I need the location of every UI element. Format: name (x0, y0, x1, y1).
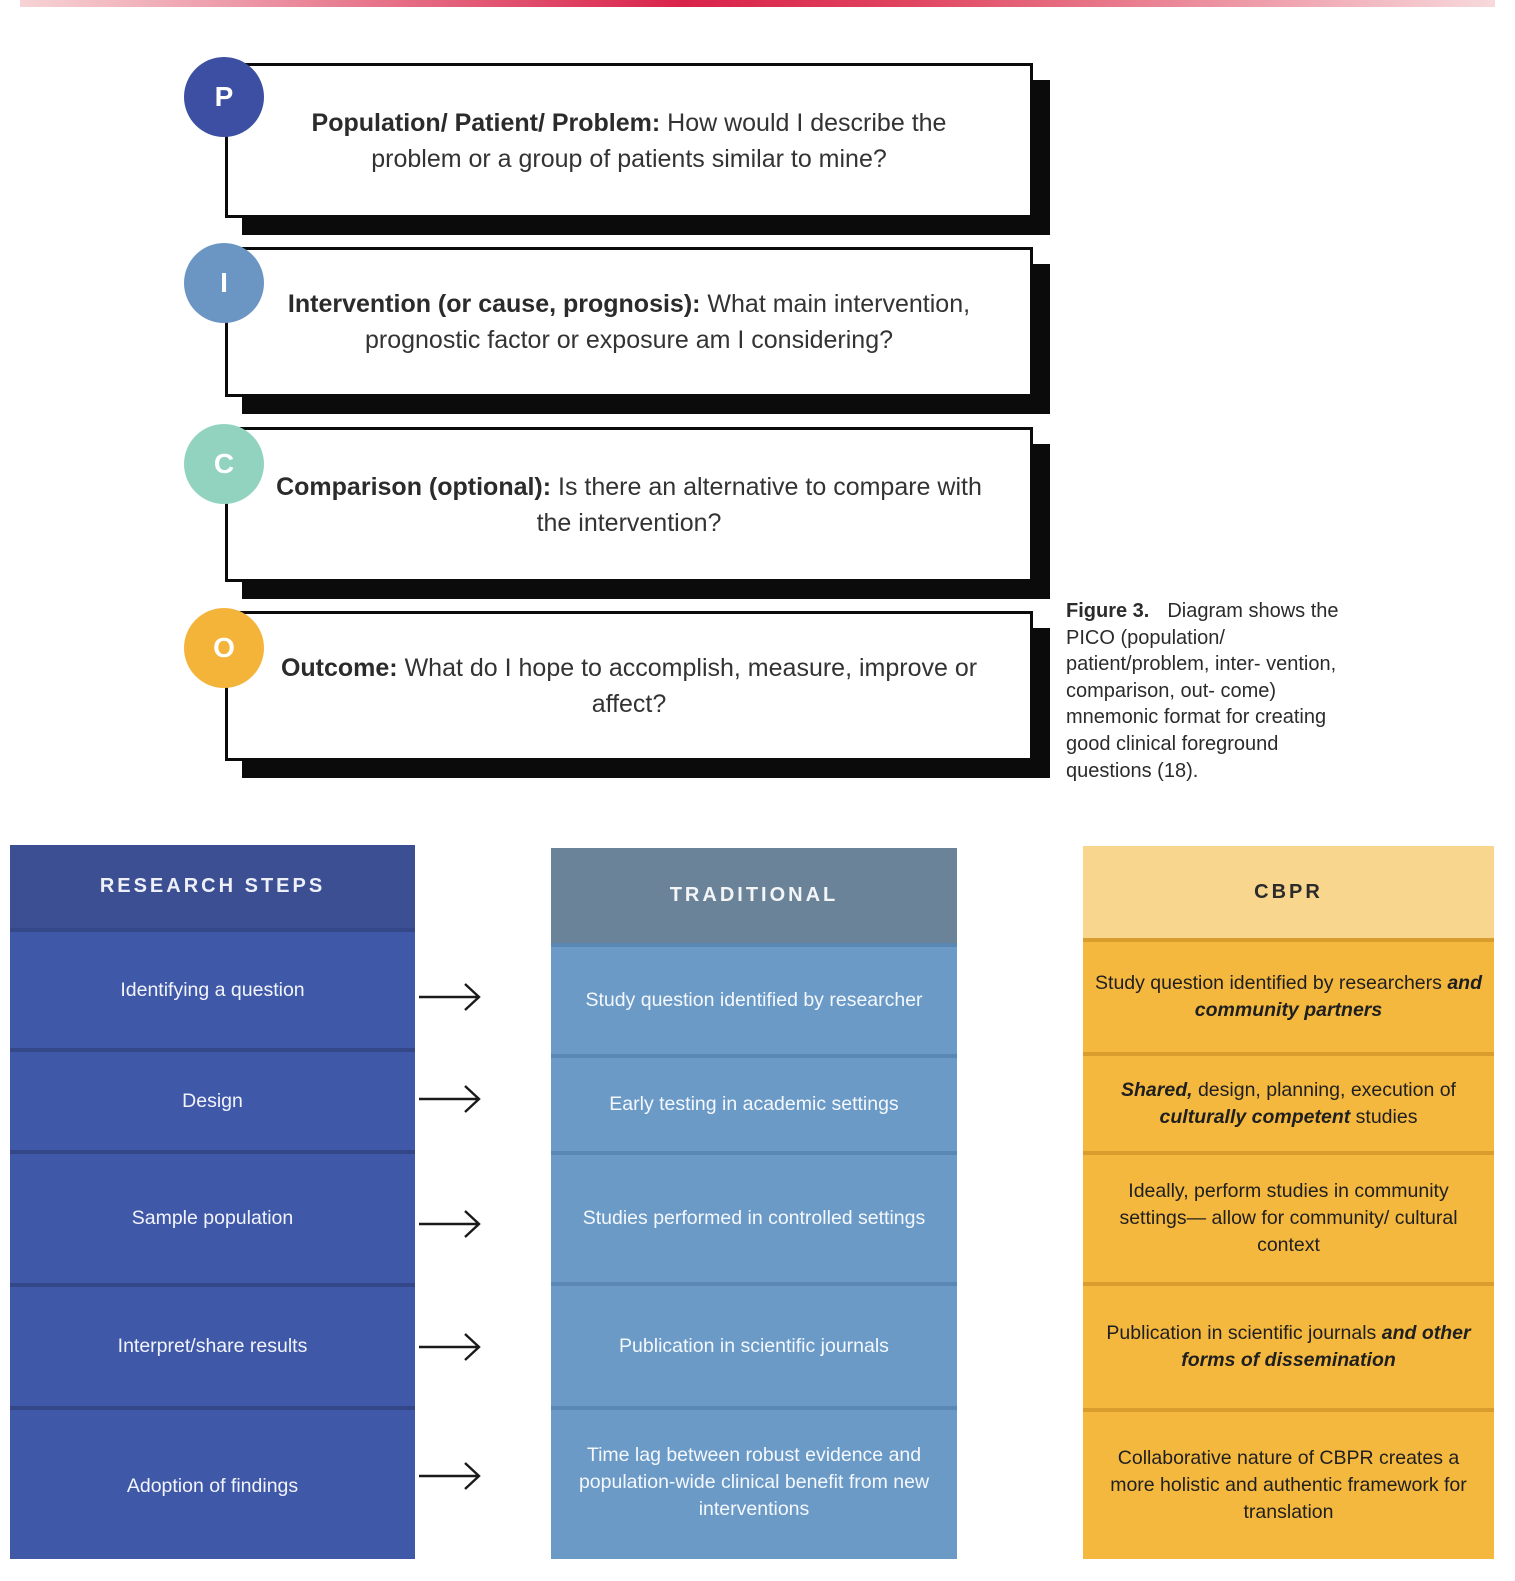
emphasis-text: Shared, (1121, 1078, 1193, 1101)
pico-term: Intervention (or cause, prognosis): (287, 290, 701, 318)
pico-letter-circle-p: P (184, 57, 264, 137)
arrow-right-icon (419, 1333, 481, 1361)
row-text: Publication in scientific journals (619, 1334, 889, 1357)
research-steps-header: RESEARCH STEPS (10, 845, 415, 928)
cbpr-rows: Study question identified by researchers… (1083, 938, 1494, 1559)
pico-question: What main intervention, prognostic facto… (364, 290, 971, 354)
cbpr-header: CBPR (1083, 846, 1494, 938)
traditional-header: TRADITIONAL (551, 848, 957, 943)
cbpr-row: Study question identified by researchers… (1083, 938, 1494, 1052)
arrow-right-icon (419, 1462, 481, 1490)
top-accent-bar (20, 0, 1495, 7)
pico-question: Is there an alternative to compare with … (536, 472, 982, 537)
traditional-column: TRADITIONAL Study question identified by… (551, 848, 957, 1559)
pico-box-o: Outcome: What do I hope to accomplish, m… (225, 611, 1033, 761)
figure-caption: Figure 3.Diagram shows the PICO (populat… (1066, 598, 1356, 784)
emphasis-text: and other forms of dissemination (1181, 1322, 1471, 1371)
traditional-row: Publication in scientific journals (551, 1282, 957, 1406)
pico-term: Population/ Patient/ Problem: (311, 108, 661, 137)
row-text: Time lag between robust evidence and pop… (578, 1443, 930, 1520)
cbpr-row: Publication in scientific journals and o… (1083, 1282, 1494, 1408)
pico-box-c: Comparison (optional): Is there an alter… (225, 427, 1033, 582)
research-steps-row: Design (10, 1048, 415, 1150)
pico-letter-circle-o: O (184, 608, 264, 688)
arrow-right-icon (419, 1210, 481, 1238)
figure-caption-text: Diagram shows the PICO (population/ pati… (1066, 600, 1339, 782)
pico-term: Outcome: (280, 654, 398, 682)
arrow-right-icon (419, 983, 481, 1011)
row-text: studies (1350, 1105, 1418, 1128)
pico-question: What do I hope to accomplish, measure, i… (397, 654, 978, 718)
pico-box-i: Intervention (or cause, prognosis): What… (225, 247, 1033, 397)
cbpr-row: Collaborative nature of CBPR creates a m… (1083, 1408, 1494, 1559)
figure-label: Figure 3. (1066, 600, 1150, 622)
pico-box-p: Population/ Patient/ Problem: How would … (225, 63, 1033, 218)
research-steps-row: Adoption of findings (10, 1406, 415, 1562)
research-steps-row: Sample population (10, 1150, 415, 1283)
row-text: Collaborative nature of CBPR creates a m… (1110, 1447, 1467, 1523)
arrow-right-icon (419, 1085, 481, 1113)
row-text: Early testing in academic settings (609, 1093, 899, 1115)
row-text: Studies performed in controlled settings (582, 1207, 926, 1229)
row-text: Ideally, perform studies in community se… (1119, 1180, 1458, 1256)
row-text: Interpret/share results (117, 1335, 308, 1357)
pico-term: Comparison (optional): (276, 472, 552, 501)
pico-letter-circle-i: I (184, 243, 264, 323)
row-text: Identifying a question (120, 978, 305, 1001)
research-steps-row: Identifying a question (10, 928, 415, 1048)
row-text: Design (182, 1089, 243, 1112)
emphasis-text: culturally competent (1159, 1105, 1351, 1128)
pico-letter-circle-c: C (184, 424, 264, 504)
cbpr-row: Ideally, perform studies in community se… (1083, 1151, 1494, 1282)
traditional-row: Early testing in academic settings (551, 1054, 957, 1151)
row-text: Study question identified by researchers (1095, 972, 1448, 994)
cbpr-column: CBPR Study question identified by resear… (1083, 846, 1494, 1559)
row-text: Adoption of findings (126, 1474, 299, 1497)
row-text: design, planning, execution of (1192, 1078, 1456, 1101)
traditional-row: Study question identified by researcher (551, 943, 957, 1054)
traditional-row: Time lag between robust evidence and pop… (551, 1406, 957, 1554)
emphasis-text: and community partners (1194, 972, 1482, 1021)
row-text: Study question identified by researcher (585, 989, 923, 1011)
row-text: Sample population (131, 1207, 294, 1229)
row-text: Publication in scientific journals (1106, 1322, 1382, 1344)
traditional-row: Studies performed in controlled settings (551, 1151, 957, 1282)
research-steps-row: Interpret/share results (10, 1283, 415, 1406)
pico-question: How would I describe the problem or a gr… (371, 108, 947, 173)
cbpr-row: Shared, design, planning, execution of c… (1083, 1052, 1494, 1151)
